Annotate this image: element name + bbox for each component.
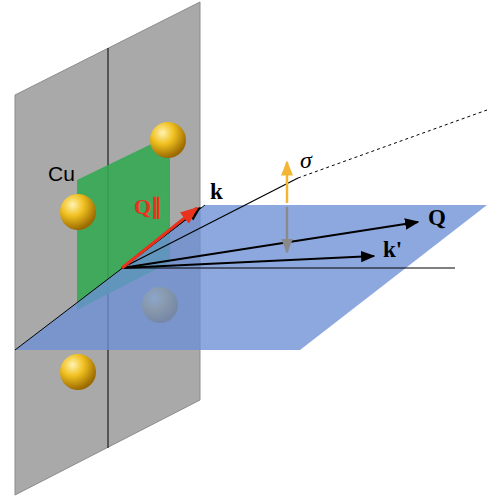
k-prime-vector bbox=[122, 256, 374, 268]
polarization-label: σ bbox=[300, 148, 312, 172]
vector-label: Q bbox=[428, 206, 446, 229]
beam-extension bbox=[298, 110, 487, 178]
horizontal-plane bbox=[15, 205, 487, 350]
cu-atom bbox=[60, 354, 96, 390]
cu-atom bbox=[60, 194, 96, 230]
plane-axis bbox=[15, 205, 205, 350]
vector-label: k bbox=[210, 180, 223, 203]
vector-label: k' bbox=[383, 238, 402, 261]
atom-label: Cu bbox=[48, 163, 75, 184]
polarization-arrow bbox=[286, 207, 289, 252]
polarization-arrow bbox=[286, 162, 289, 203]
reference-line bbox=[122, 268, 455, 269]
vector-label: Q∥ bbox=[134, 196, 162, 218]
q-vector bbox=[122, 222, 418, 268]
cu-atom bbox=[150, 122, 186, 158]
